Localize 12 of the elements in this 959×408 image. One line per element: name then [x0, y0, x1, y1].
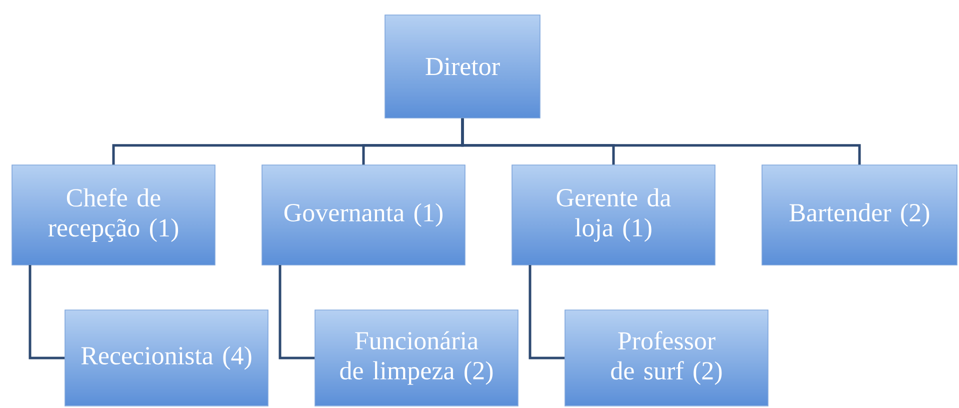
- connector-line: [278, 265, 315, 360]
- connector-line: [28, 265, 65, 360]
- org-box: Bartender (2): [762, 164, 958, 266]
- connector-line: [461, 118, 861, 165]
- org-box: Rececionista (4): [64, 310, 268, 406]
- org-box: Professor de surf (2): [564, 310, 768, 406]
- org-box: Diretor: [384, 14, 540, 118]
- connector-line: [528, 265, 565, 360]
- org-box: Gerente da loja (1): [512, 164, 716, 266]
- org-box: Chefe de recepção (1): [12, 164, 216, 266]
- org-box: Funcionária de limpeza (2): [314, 310, 518, 406]
- org-box: Governanta (1): [262, 164, 466, 266]
